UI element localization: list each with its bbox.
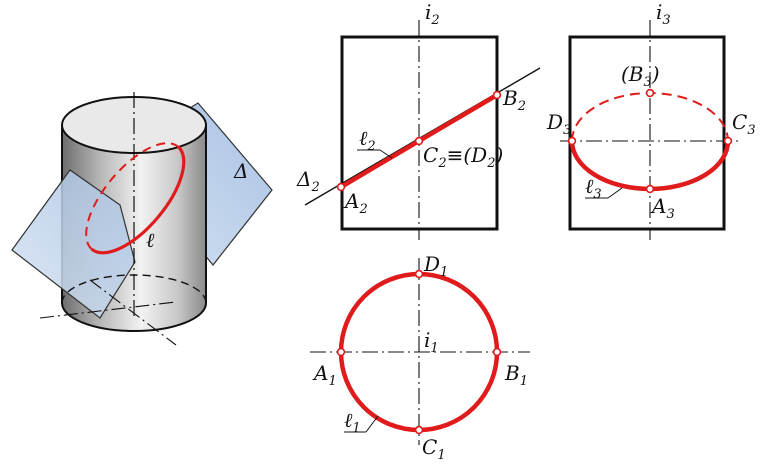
trace-label-delta2: Δ2 bbox=[296, 167, 320, 195]
base-axis-2 bbox=[89, 279, 177, 346]
curve-label-l3: ℓ3 bbox=[585, 174, 602, 202]
top-view: D1 i1 A1 B1 ℓ1 C1 bbox=[310, 252, 530, 463]
curve-label-l2: ℓ2 bbox=[359, 126, 376, 154]
curve-label-l1: ℓ1 bbox=[344, 408, 361, 436]
point-D3 bbox=[567, 136, 577, 146]
cutting-plane-front bbox=[11, 169, 136, 319]
front-view: i2 Δ2 ℓ2 A2 B2 C2≡(D2) bbox=[296, 0, 541, 240]
base-axis-1 bbox=[39, 301, 177, 319]
point-A2 bbox=[336, 182, 346, 192]
point-C2 bbox=[414, 136, 424, 146]
axis-label-i2: i2 bbox=[425, 0, 440, 28]
point-B3 bbox=[645, 88, 655, 98]
point-label-A1: A1 bbox=[312, 361, 337, 389]
point-C3 bbox=[723, 136, 733, 146]
axis-label-i1: i1 bbox=[424, 328, 439, 356]
point-label-A2: A2 bbox=[343, 189, 368, 217]
point-D1 bbox=[414, 269, 424, 279]
point-C1 bbox=[414, 425, 424, 435]
point-label-C2-D2: C2≡(D2) bbox=[423, 143, 503, 171]
point-label-D3: D3 bbox=[546, 110, 571, 138]
point-A3 bbox=[645, 184, 655, 194]
axis-label-i3: i3 bbox=[656, 0, 671, 28]
curve-leader-2b bbox=[379, 149, 393, 159]
perspective-view: Δ ℓ bbox=[11, 92, 273, 346]
plane-label: Δ bbox=[233, 159, 248, 183]
point-B2 bbox=[492, 90, 502, 100]
point-A1 bbox=[336, 347, 346, 357]
point-label-B3: (B3) bbox=[621, 62, 660, 90]
section-curve-visible bbox=[90, 145, 186, 255]
curve-label: ℓ bbox=[146, 228, 155, 252]
point-label-B1: B1 bbox=[504, 361, 528, 389]
point-label-C3: C3 bbox=[732, 110, 756, 138]
point-B1 bbox=[492, 347, 502, 357]
curve-leader-3b bbox=[607, 187, 623, 199]
point-label-B2: B2 bbox=[502, 86, 526, 114]
point-label-A3: A3 bbox=[650, 194, 675, 222]
point-label-D1: D1 bbox=[423, 252, 448, 280]
side-view-frame bbox=[568, 35, 726, 231]
section-curve-hidden bbox=[85, 142, 179, 251]
curve-leader-1b bbox=[365, 415, 379, 433]
side-view: i3 (B3) D3 C3 ℓ3 A3 bbox=[546, 0, 756, 240]
point-label-C1: C1 bbox=[422, 435, 446, 463]
